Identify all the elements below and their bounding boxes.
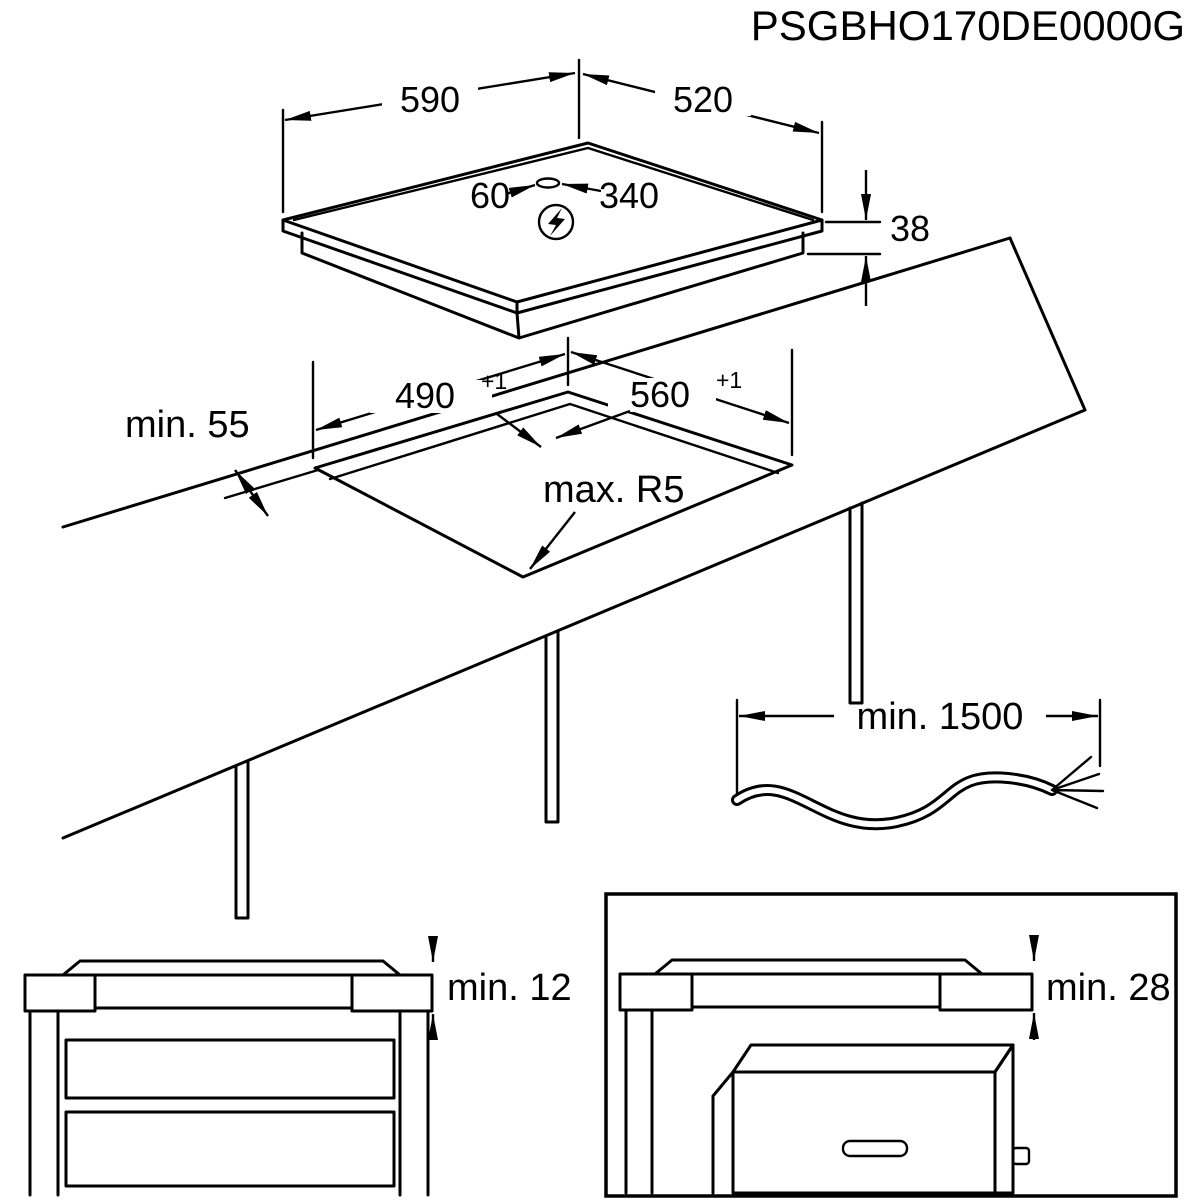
drawer-front-lower — [64, 1110, 396, 1188]
mains-connection-point — [535, 177, 561, 189]
worktop-legs — [234, 501, 864, 920]
oven-clearance-label: min. 28 — [1046, 967, 1171, 1009]
section-drawer-clearance: min. 12 — [23, 936, 572, 1197]
oven — [711, 1043, 1031, 1195]
drawer-front-upper — [64, 1038, 396, 1100]
dimension-rear-clearance: min. 55 — [125, 404, 320, 517]
cutout-depth-tolerance: +1 — [481, 368, 507, 394]
corner-radius-label: max. R5 — [543, 469, 684, 511]
dimension-cutout-560: 560 +1 — [555, 348, 794, 457]
cutout-width-label: 560 — [630, 374, 690, 415]
dimension-hob-height: 38 — [806, 170, 930, 306]
dimension-hob-depth: 520 — [582, 72, 824, 214]
hob-depth-label: 520 — [673, 79, 733, 120]
cable-icon — [731, 755, 1105, 831]
mains-cable-section: min. 1500 — [731, 696, 1105, 831]
cutout-depth-label: 490 — [395, 375, 455, 416]
dimension-cutout-490: 490 +1 — [311, 336, 570, 460]
worktop — [61, 236, 1087, 920]
oven-knob — [1011, 1146, 1031, 1166]
model-code: PSGBHO170DE0000G — [751, 2, 1185, 49]
connection-offset-right-label: 340 — [599, 175, 659, 216]
cable-length-label: min. 1500 — [857, 696, 1024, 738]
hob-width-label: 590 — [400, 79, 460, 120]
connection-offset-left-label: 60 — [470, 175, 510, 216]
hob-top-view: 60 340 — [281, 141, 824, 340]
section-oven-clearance: min. 28 — [604, 892, 1178, 1198]
inset-frame — [604, 892, 1178, 1198]
drawer-clearance-label: min. 12 — [447, 967, 572, 1009]
dimension-corner-radius: max. R5 — [529, 469, 684, 570]
cutout-width-tolerance: +1 — [716, 367, 742, 393]
oven-handle — [841, 1139, 909, 1158]
dimension-hob-width: 590 — [281, 58, 581, 214]
hob-height-label: 38 — [890, 208, 930, 249]
rear-clearance-label: min. 55 — [125, 404, 250, 446]
lightning-bolt-icon — [537, 203, 575, 241]
